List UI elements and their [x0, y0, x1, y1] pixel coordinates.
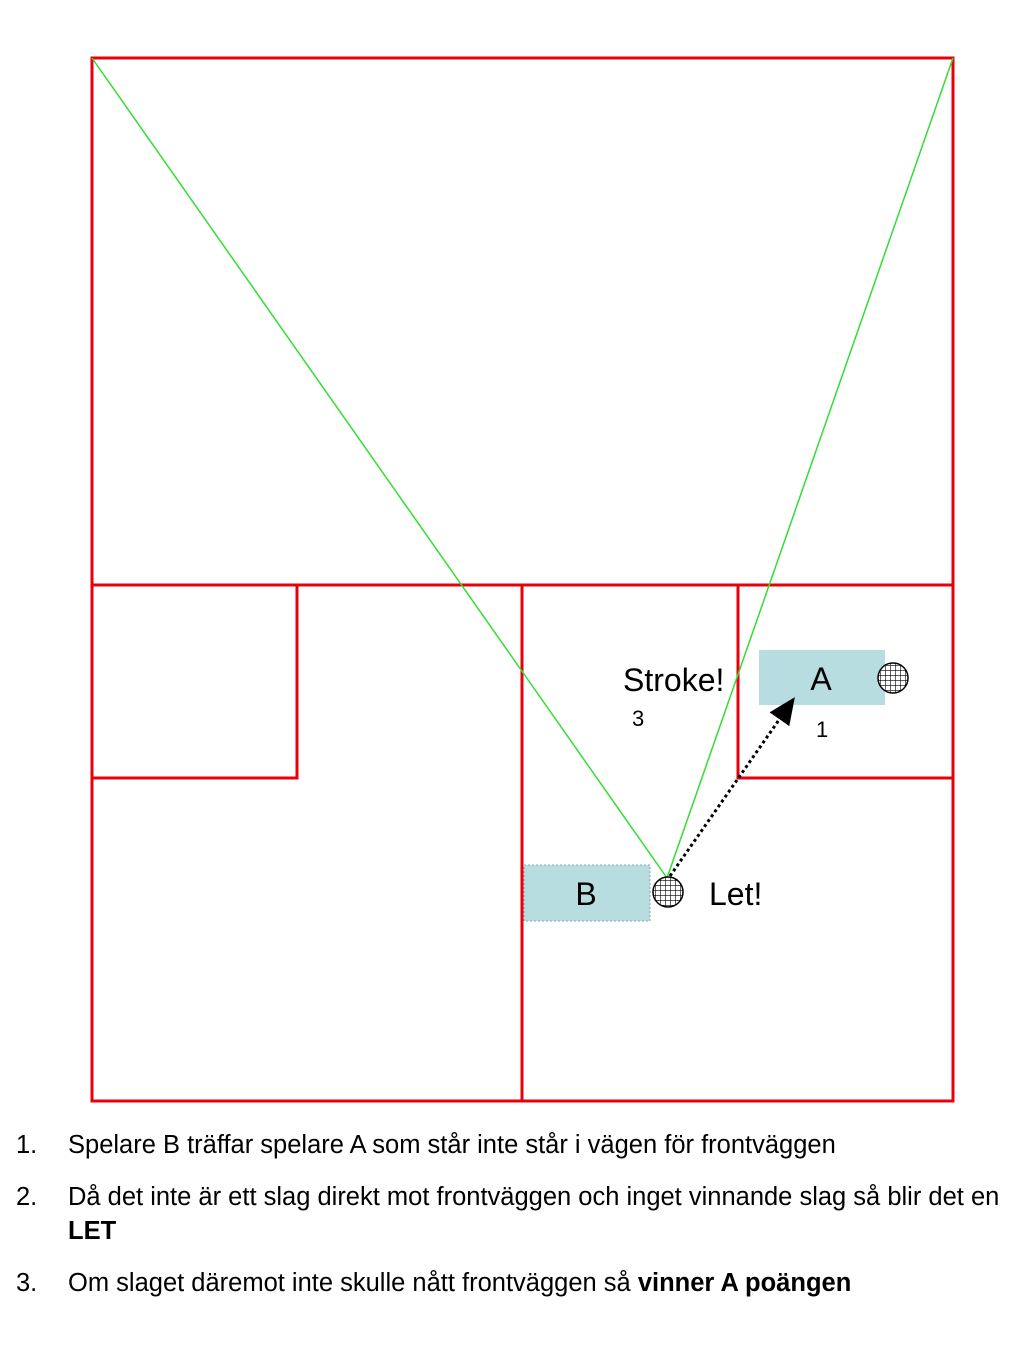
list-text: Då det inte är ett slag direkt mot front…: [68, 1183, 1000, 1211]
left-service-box: [90, 583, 299, 780]
list-text-bold: LET: [68, 1217, 117, 1245]
sight-lines: [91, 57, 954, 879]
list-text: Om slaget däremot inte skulle nått front…: [68, 1269, 638, 1297]
player-a-box: [759, 650, 885, 705]
explanation-list: 1. Spelare B träffar spelare A som står …: [0, 1128, 1010, 1318]
let-call-label: Let!: [709, 876, 762, 912]
hatched-ball-icon: [652, 876, 684, 908]
list-number: 3.: [16, 1269, 38, 1297]
step-number-stroke: 3: [632, 706, 644, 731]
stroke-call-label: Stroke!: [623, 662, 724, 698]
right-service-box: [736, 583, 955, 780]
step-number-hit: 1: [816, 717, 828, 742]
hatched-ball-icon: [877, 662, 909, 694]
list-item: 1. Spelare B träffar spelare A som står …: [0, 1128, 1010, 1162]
list-item: 2. Då det inte är ett slag direkt mot fr…: [0, 1180, 1010, 1248]
player-a-label: A: [810, 661, 832, 697]
court-lines: [90, 56, 955, 1103]
player-b-box: [523, 864, 651, 922]
list-text-bold: vinner A poängen: [637, 1269, 852, 1297]
sight-line-left: [91, 57, 668, 879]
list-number: 2.: [16, 1183, 38, 1211]
player-b-label: B: [575, 876, 596, 912]
sight-line-right: [666, 57, 954, 879]
list-number: 1.: [16, 1131, 38, 1159]
list-text: Spelare B träffar spelare A som står int…: [68, 1131, 836, 1159]
list-item: 3. Om slaget däremot inte skulle nått fr…: [0, 1266, 1010, 1300]
squash-court-diagram: A B Stroke! 3 1 Let!: [90, 56, 955, 1103]
hit-arrow: [668, 697, 795, 877]
